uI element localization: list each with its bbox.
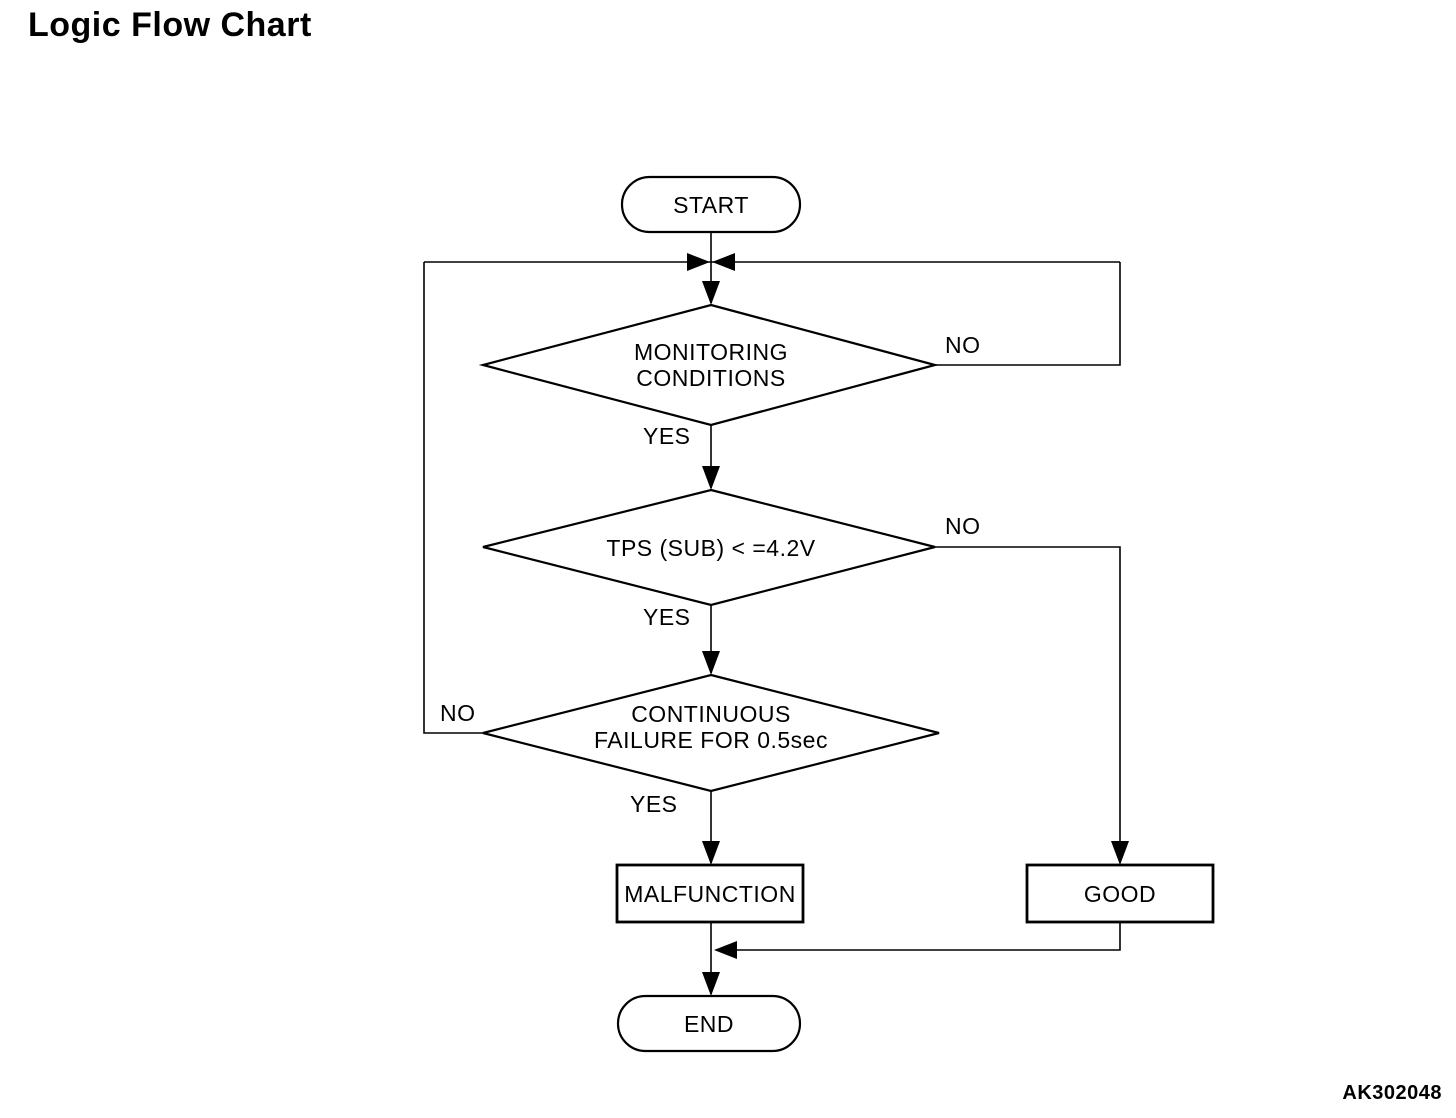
monitoring-no-label: NO [945,332,981,358]
monitoring-decision-shape [478,303,940,427]
edge-continuous-no-loop [423,262,483,734]
monitoring-yes-label: YES [643,423,691,449]
good-box-shape [1025,863,1215,924]
tps-decision-shape [482,488,936,607]
monitoring-decision-label: MONITORING CONDITIONS [633,339,789,391]
arrow-into-good-icon [1111,841,1129,865]
arrow-into-end-icon [702,972,720,996]
edge-monitoring-no-loop [935,262,1121,366]
arrow-into-malfunction-icon [702,841,720,865]
arrow-into-monitoring-icon [702,281,720,305]
malfunction-box-shape [615,863,805,924]
continuous-no-label: NO [440,700,476,726]
tps-decision-label: TPS (SUB) < =4.2V [606,535,816,561]
start-node-shape [620,175,802,234]
tps-no-label: NO [945,513,981,539]
end-node-shape [616,994,802,1053]
start-node-label: START [673,192,749,218]
tps-yes-label: YES [643,604,691,630]
arrow-good-join-icon [714,941,737,959]
arrow-into-continuous-icon [702,651,720,675]
edge-tps-no-to-good [935,546,1121,863]
continuous-decision-label: CONTINUOUS FAILURE FOR 0.5sec [594,701,828,753]
malfunction-box-label: MALFUNCTION [624,881,796,907]
continuous-decision-shape [482,673,940,793]
merge-arrow-right-icon [687,253,710,271]
arrow-into-tps-icon [702,466,720,490]
end-node-label: END [683,1011,735,1037]
continuous-yes-label: YES [630,791,678,817]
page-title: Logic Flow Chart [28,6,312,44]
edge-good-to-end [716,922,1121,951]
good-box-label: GOOD [1083,881,1157,907]
figure-code: AK302048 [1342,1082,1442,1104]
merge-arrow-left-icon [712,253,735,271]
